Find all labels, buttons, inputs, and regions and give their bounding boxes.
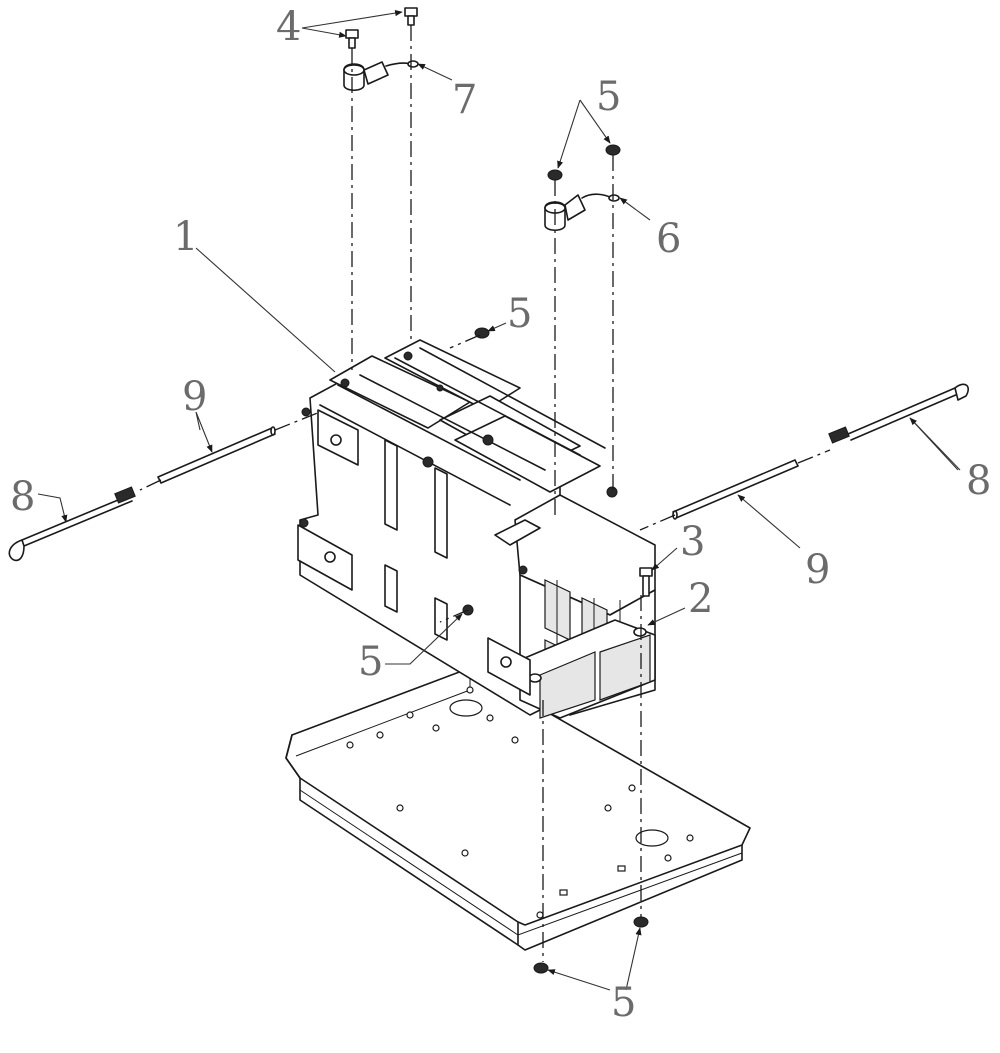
- rod-9-right: [672, 459, 799, 520]
- leader-lines: [37, 10, 961, 991]
- lead-8-right: [828, 383, 970, 444]
- base-plate: [285, 667, 751, 951]
- callout-4: 4: [276, 4, 301, 50]
- callout-5-mid: 5: [507, 291, 532, 337]
- callout-9-left: 9: [182, 374, 207, 420]
- callout-5-top: 5: [596, 74, 621, 120]
- centerlines: [139, 25, 831, 962]
- callout-9-right: 9: [805, 547, 830, 593]
- cable-6: [544, 193, 620, 232]
- rod-9-left: [157, 426, 276, 484]
- nut-5-top-left: [547, 169, 563, 181]
- bolt-4a: [345, 29, 359, 49]
- callout-3: 3: [680, 519, 705, 565]
- callout-8-right: 8: [966, 458, 991, 504]
- callout-7: 7: [452, 77, 477, 123]
- nut-5-bottom-left: [533, 962, 549, 974]
- nut-5-top-right: [605, 144, 621, 156]
- nut-5-bottom-right: [633, 916, 649, 928]
- cable-7: [343, 60, 419, 92]
- lead-8-left: [8, 486, 136, 562]
- callout-labels: 4 7 5 6 1 5 9 8 8 3 9 2 5 5: [10, 4, 991, 1026]
- battery-pack: [297, 339, 656, 719]
- callout-5-bottom: 5: [611, 980, 636, 1026]
- callout-1: 1: [173, 214, 198, 260]
- callout-5-left: 5: [358, 639, 383, 685]
- bolt-4b: [404, 7, 418, 26]
- callout-2: 2: [688, 576, 713, 622]
- bolt-3: [639, 567, 653, 597]
- callout-8-left: 8: [10, 474, 35, 520]
- callout-6: 6: [656, 216, 681, 262]
